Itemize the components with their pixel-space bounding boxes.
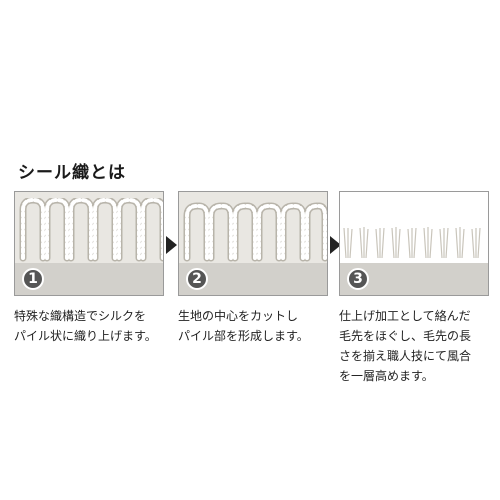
caption-line: 生地の中心をカットし (178, 309, 299, 323)
caption-line: 仕上げ加工として絡んだ (339, 309, 471, 323)
cut-pile-illustration (183, 202, 327, 262)
caption-line: を一層高めます。 (339, 369, 434, 383)
step-1-number-strip: 1 (15, 263, 163, 295)
arrow-right-icon (330, 236, 341, 254)
caption-line: パイル部を形成します。 (178, 329, 309, 343)
looped-pile-illustration (19, 198, 163, 262)
step-1-caption: 特殊な織構造でシルクを パイル状に織り上げます。 (14, 306, 172, 346)
page-title: シール織とは (18, 163, 126, 183)
step-3-caption: 仕上げ加工として絡んだ 毛先をほぐし、毛先の長 さを揃え職人技にて風合 を一層高… (339, 306, 497, 386)
step-3-badge: 3 (347, 268, 369, 290)
step-3-panel: 3 (339, 191, 489, 296)
caption-line: パイル状に織り上げます。 (14, 329, 157, 343)
caption-line: 毛先をほぐし、毛先の長 (339, 329, 472, 343)
brushed-pile-illustration (343, 227, 481, 259)
caption-line: 特殊な織構造でシルクを (14, 309, 147, 323)
step-3-illustration (340, 192, 488, 265)
caption-line: さを揃え職人技にて風合 (339, 349, 472, 363)
step-1-illustration (15, 192, 163, 265)
step-2-caption: 生地の中心をカットし パイル部を形成します。 (178, 306, 336, 346)
step-3-number-strip: 3 (340, 263, 488, 295)
step-2-number-strip: 2 (179, 263, 327, 295)
step-1-badge: 1 (22, 268, 44, 290)
step-2-badge: 2 (186, 268, 208, 290)
arrow-right-icon (166, 236, 177, 254)
step-2-illustration (179, 192, 327, 265)
step-1-panel: 1 (14, 191, 164, 296)
step-2-panel: 2 (178, 191, 328, 296)
